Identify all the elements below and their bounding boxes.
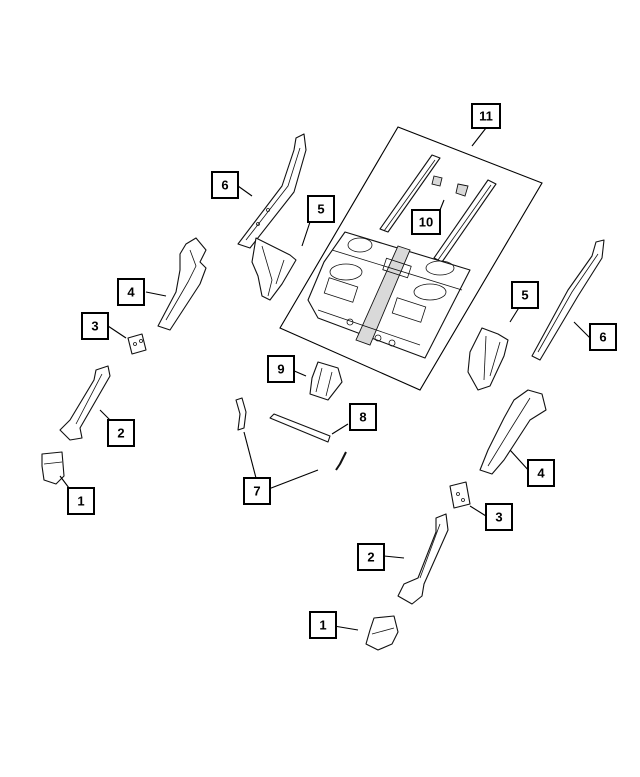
floor-pan-tunnel (355, 245, 411, 346)
part-6-left-rail[interactable] (237, 133, 307, 249)
floor-panel (323, 277, 359, 303)
callout-3-left[interactable]: 3 (81, 312, 109, 340)
floor-panel (391, 297, 427, 323)
callout-label: 1 (77, 494, 84, 509)
part-9-bracket[interactable] (309, 361, 343, 401)
callout-label: 2 (117, 426, 124, 441)
callout-label: 8 (359, 410, 366, 425)
callout-label: 10 (419, 215, 433, 230)
part-4-right-bracket[interactable] (479, 389, 547, 475)
callout-label: 7 (253, 484, 260, 499)
part-7-clip-b[interactable] (335, 451, 347, 471)
floor-pocket (413, 283, 447, 301)
part-1-left-bracket[interactable] (41, 451, 65, 485)
part-4-left-bracket[interactable] (157, 237, 207, 331)
callout-1-right[interactable]: 1 (309, 611, 337, 639)
part-6-right-rail[interactable] (531, 239, 605, 361)
callout-label: 5 (521, 288, 528, 303)
callout-label: 11 (479, 109, 493, 124)
callout-3-right[interactable]: 3 (485, 503, 513, 531)
part-5-left-pillar[interactable] (251, 237, 297, 301)
floor-pan-assembly[interactable] (279, 126, 543, 391)
callout-5-right[interactable]: 5 (511, 281, 539, 309)
callout-label: 3 (91, 319, 98, 334)
callout-4-right[interactable]: 4 (527, 459, 555, 487)
callout-4-left[interactable]: 4 (117, 278, 145, 306)
part-8-bar[interactable] (269, 413, 331, 443)
floor-hole (346, 318, 354, 326)
callout-label: 9 (277, 362, 284, 377)
callout-10[interactable]: 10 (411, 209, 441, 235)
floor-pocket (329, 263, 363, 281)
part-2-left-support[interactable] (59, 365, 111, 441)
callout-6-left[interactable]: 6 (211, 171, 239, 199)
callout-2-left[interactable]: 2 (107, 419, 135, 447)
callout-6-right[interactable]: 6 (589, 323, 617, 351)
part-7-clip-a[interactable] (235, 397, 247, 431)
part-2-right-support[interactable] (397, 513, 449, 605)
floor-pan-frame (279, 126, 543, 391)
part-5-right-pillar[interactable] (467, 327, 509, 391)
floor-panel (382, 257, 412, 279)
callout-label: 1 (319, 618, 326, 633)
callout-label: 2 (367, 550, 374, 565)
floor-hole (388, 339, 396, 347)
floor-rib (317, 309, 421, 346)
floor-rib (331, 249, 463, 291)
part-1-right-bracket[interactable] (365, 615, 399, 651)
floor-clip-a (431, 175, 443, 187)
callout-label: 6 (599, 330, 606, 345)
callout-1-left[interactable]: 1 (67, 487, 95, 515)
callout-9[interactable]: 9 (267, 355, 295, 383)
callout-label: 5 (317, 202, 324, 217)
floor-pocket (347, 237, 373, 253)
leader-lines (59, 127, 591, 631)
callout-2-right[interactable]: 2 (357, 543, 385, 571)
callout-8[interactable]: 8 (349, 403, 377, 431)
floor-hole (374, 334, 382, 342)
callout-5-left[interactable]: 5 (307, 195, 335, 223)
part-3-right-plate[interactable] (449, 481, 471, 509)
callout-11[interactable]: 11 (471, 103, 501, 129)
callout-7[interactable]: 7 (243, 477, 271, 505)
floor-clip-b (455, 183, 469, 197)
floor-pocket (425, 260, 455, 276)
part-3-left-plate[interactable] (127, 333, 147, 355)
callout-label: 4 (537, 466, 545, 481)
callout-label: 4 (127, 285, 135, 300)
rail-detail (383, 159, 436, 232)
callout-label: 6 (221, 178, 228, 193)
rail-detail (437, 184, 492, 261)
callout-label: 3 (495, 510, 502, 525)
